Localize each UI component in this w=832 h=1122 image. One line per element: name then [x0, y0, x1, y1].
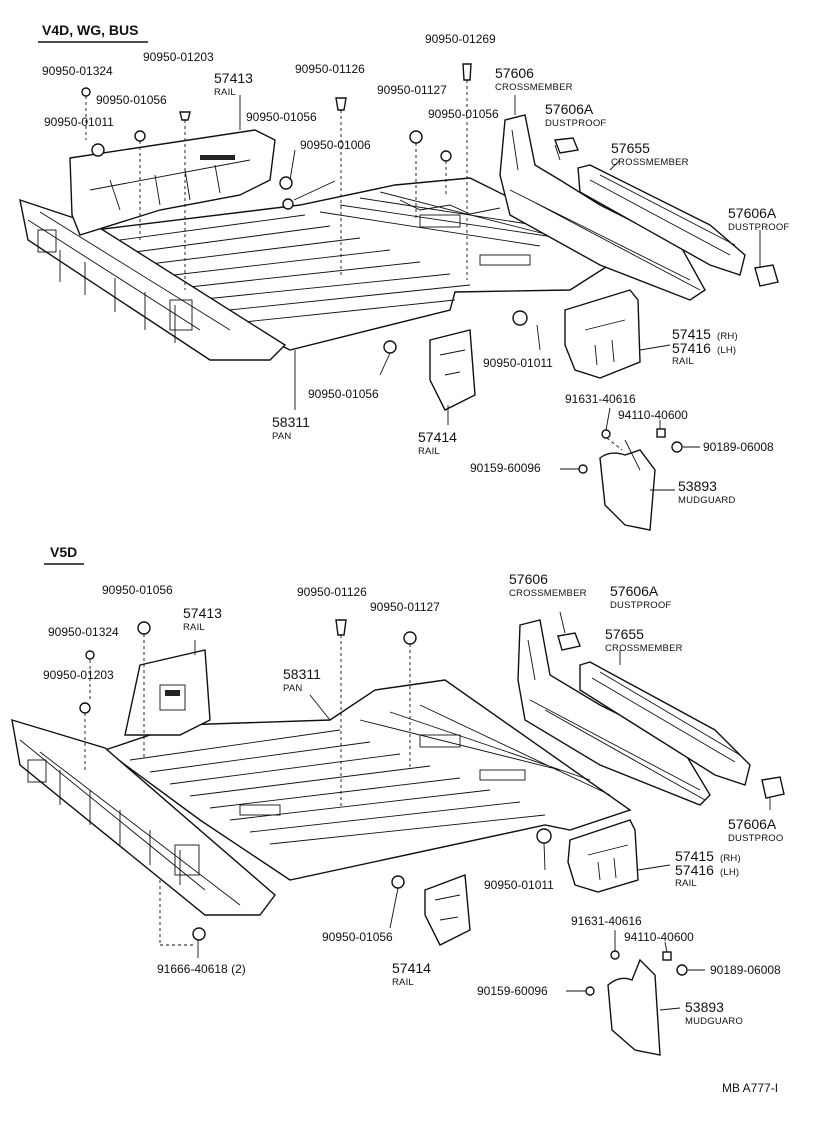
label-90950-01006: 90950-01006 [300, 138, 371, 152]
label-58311: 58311 [272, 414, 310, 430]
crossmember-57606-top [499, 114, 706, 301]
rail-57414-top [429, 329, 476, 411]
label-57416: 57416 [672, 340, 711, 356]
dustproof-pads-top [554, 137, 779, 287]
label-57606a-b-name: DUSTPROO [728, 833, 783, 844]
mudguard-53893-top [599, 439, 656, 531]
label-90950-01203: 90950-01203 [143, 50, 214, 64]
label-90950-01324: 90950-01324 [42, 64, 113, 78]
label-57606: 57606 [495, 65, 534, 81]
label-53893-name: MUDGUARD [678, 495, 736, 506]
label-57606a-a-name: DUSTPROOF [545, 118, 606, 129]
label-90950-01269: 90950-01269 [425, 32, 496, 46]
label-90189-06008: 90189-06008 [703, 440, 774, 454]
label-53893: 53893 [678, 478, 717, 494]
label-91666-40618: 91666-40618 (2) [157, 962, 246, 976]
label-57415-side: (RH) [717, 331, 738, 342]
label-57606: 57606 [509, 571, 548, 587]
label-91631-40616: 91631-40616 [565, 392, 636, 406]
label-57414-name: RAIL [418, 446, 440, 457]
label-53893: 53893 [685, 999, 724, 1015]
diagram-code: MB A777-I [722, 1081, 778, 1095]
label-57413-name: RAIL [183, 622, 205, 633]
label-57413: 57413 [183, 605, 222, 621]
rail-57413-bottom [124, 649, 211, 736]
label-57414: 57414 [418, 429, 457, 445]
label-94110-40600: 94110-40600 [624, 930, 694, 944]
rear-frame-bottom [11, 719, 276, 916]
label-57606a-b-name: DUSTPROOF [728, 222, 789, 233]
label-57415-side: (RH) [720, 853, 741, 864]
label-57413: 57413 [214, 70, 253, 86]
rail-57415-bottom [567, 819, 639, 893]
floor-pan-bottom [103, 679, 632, 881]
label-90950-01011: 90950-01011 [484, 878, 554, 892]
label-90950-01127: 90950-01127 [377, 83, 447, 97]
label-90950-01011-a: 90950-01011 [44, 115, 114, 129]
section-title-top: V4D, WG, BUS [42, 22, 138, 38]
label-57606-name: CROSSMEMBER [509, 588, 587, 599]
label-57416-side: (LH) [720, 867, 739, 878]
label-58311-name: PAN [272, 431, 291, 442]
section-top: V4D, WG, BUS [19, 22, 789, 531]
label-90950-01056-d: 90950-01056 [308, 387, 379, 401]
label-90950-01056-b: 90950-01056 [246, 110, 317, 124]
leader-lines-top [85, 80, 761, 491]
rail-57414-bottom [424, 874, 471, 946]
label-57606-name: CROSSMEMBER [495, 82, 573, 93]
label-57414-name: RAIL [392, 977, 414, 988]
mudguard-53893-bottom [607, 958, 661, 1056]
crossmember-57606-bottom [517, 619, 711, 806]
crossmember-57655-bottom [579, 661, 751, 786]
label-57414: 57414 [392, 960, 431, 976]
section-bottom: V5D [11, 544, 785, 1056]
fasteners-bottom [79, 619, 688, 996]
fasteners-top [81, 63, 683, 474]
label-57606a-a-name: DUSTPROOF [610, 600, 671, 611]
crossmember-57655-top [577, 164, 746, 276]
label-90159-60096: 90159-60096 [477, 984, 548, 998]
label-57606a-b: 57606A [728, 816, 777, 832]
label-90159-60096: 90159-60096 [470, 461, 541, 475]
leader-lines-bottom [84, 611, 771, 1011]
label-57655: 57655 [605, 626, 644, 642]
label-90950-01056-c: 90950-01056 [428, 107, 499, 121]
label-57606a-a: 57606A [545, 101, 594, 117]
label-53893-name: MUDGUARO [685, 1016, 743, 1027]
label-90950-01126: 90950-01126 [295, 62, 365, 76]
label-91631-40616: 91631-40616 [571, 914, 642, 928]
dustproof-pads-bottom [557, 632, 785, 799]
label-90950-01056-a: 90950-01056 [96, 93, 167, 107]
label-58311-name: PAN [283, 683, 302, 694]
section-title-bottom: V5D [50, 544, 77, 560]
label-58311: 58311 [283, 666, 321, 682]
label-57655-name: CROSSMEMBER [605, 643, 683, 654]
label-57416-side: (LH) [717, 345, 736, 356]
label-57655: 57655 [611, 140, 650, 156]
label-94110-40600: 94110-40600 [618, 408, 688, 422]
label-90950-01011-b: 90950-01011 [483, 356, 553, 370]
label-57415-name: RAIL [675, 878, 697, 889]
label-90950-01324: 90950-01324 [48, 625, 119, 639]
rail-57415-top [564, 289, 641, 379]
label-57415: 57415 [675, 848, 714, 864]
label-90950-01127: 90950-01127 [370, 600, 440, 614]
label-90950-01056-a: 90950-01056 [102, 583, 173, 597]
label-57413-name: RAIL [214, 87, 236, 98]
label-57415-name: RAIL [672, 356, 694, 367]
label-57416: 57416 [675, 862, 714, 878]
label-90950-01056-b: 90950-01056 [322, 930, 393, 944]
label-57606a-b: 57606A [728, 205, 777, 221]
label-57606a-a: 57606A [610, 583, 659, 599]
label-57655-name: CROSSMEMBER [611, 157, 689, 168]
label-90950-01203: 90950-01203 [43, 668, 114, 682]
label-90189-06008: 90189-06008 [710, 963, 781, 977]
label-57415: 57415 [672, 326, 711, 342]
rail-57413-top [69, 129, 276, 236]
label-90950-01126: 90950-01126 [297, 585, 367, 599]
